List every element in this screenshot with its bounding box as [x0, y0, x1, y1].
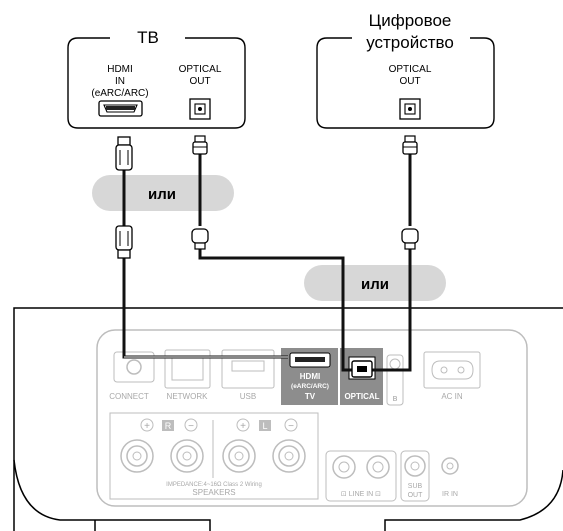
tv-hdmi-label-2: IN	[115, 76, 125, 87]
minus-icon-l	[284, 418, 298, 432]
speakers-terminals: + R − + L − IMPEDANCE:4~16Ω Class 2 Wiri…	[109, 412, 319, 500]
ir-in-label: IR IN	[442, 491, 458, 498]
digital-title-line-2: устройство	[366, 33, 454, 52]
digital-optical-port-icon	[399, 98, 421, 120]
tv-optical-plug-top-icon	[192, 135, 208, 155]
plus-icon-r	[140, 418, 154, 432]
sub-out-label-1: SUB	[408, 483, 423, 490]
hdmi-plug-top-icon	[115, 136, 133, 171]
digital-optical-label-1: OPTICAL	[389, 64, 432, 75]
or-label-2: или	[361, 276, 389, 293]
plus-icon-l	[236, 418, 250, 432]
speaker-r-plus: +	[144, 421, 150, 432]
tv-hdmi-port-icon	[98, 100, 143, 117]
speaker-l-plus: +	[240, 421, 246, 432]
digital-optical-cable	[363, 150, 412, 372]
tv-optical-port-icon	[189, 98, 211, 120]
speaker-r-minus: −	[188, 421, 194, 432]
digital-title-line-1: Цифровое	[369, 11, 452, 30]
speaker-r-label: R	[165, 421, 172, 431]
tv-hdmi-label-1: HDMI	[107, 64, 133, 75]
sub-out-port: SUB OUT	[400, 450, 430, 502]
hdmi-port-label-1: HDMI	[300, 372, 320, 381]
tv-optical-label-2: OUT	[189, 76, 210, 87]
line-in-ports: ⊡ LINE IN ⊡	[325, 450, 397, 502]
hdmi-port-label-3: TV	[305, 392, 316, 401]
tv-optical-plug-bottom-icon	[191, 228, 209, 250]
tv-hdmi-label-3: (eARC/ARC)	[91, 88, 148, 99]
speaker-l-label: L	[262, 421, 267, 431]
panel-optical-plug-icon	[351, 360, 373, 378]
tv-optical-cable	[198, 150, 357, 372]
usb-label: USB	[240, 392, 256, 401]
ac-in-label: AC IN	[441, 392, 463, 401]
usb-port: USB	[221, 349, 275, 401]
sub-out-label-2: OUT	[408, 492, 424, 499]
hdmi-port-label-2: (eARC/ARC)	[291, 383, 329, 390]
network-port: NETWORK	[164, 349, 211, 401]
or-pill-2: или	[304, 265, 446, 301]
l-badge-icon	[259, 420, 271, 431]
speaker-l-minus: −	[288, 421, 294, 432]
line-in-label: ⊡ LINE IN ⊡	[341, 491, 381, 498]
ac-in-port: AC IN	[423, 351, 481, 401]
optical-port-label: OPTICAL	[344, 392, 379, 401]
impedance-label: IMPEDANCE:4~16Ω Class 2 Wiring	[166, 482, 262, 488]
tv-title: ТВ	[137, 28, 159, 47]
digital-optical-label-2: OUT	[399, 76, 420, 87]
or-label-1: или	[148, 186, 176, 203]
digital-optical-plug-top-icon	[402, 135, 418, 155]
device-panel: CONNECT NETWORK USB HDMI (eARC/ARC) TV O…	[13, 307, 563, 531]
hdmi-tv-port: HDMI (eARC/ARC) TV	[281, 348, 338, 405]
ir-in-port: IR IN	[441, 457, 459, 498]
connect-port: CONNECT	[109, 351, 155, 401]
tv-box: ТВ HDMI IN (eARC/ARC) OPTICAL OUT	[67, 28, 246, 129]
bluetooth-symbol: ʙ	[393, 393, 398, 403]
minus-icon-r	[184, 418, 198, 432]
or-pill-1: или	[92, 175, 234, 211]
hdmi-plug-bottom-icon	[115, 225, 133, 259]
tv-optical-label-1: OPTICAL	[179, 64, 222, 75]
digital-optical-plug-bottom-icon	[401, 228, 419, 250]
r-badge-icon	[162, 420, 174, 431]
bluetooth-icon: ʙ	[386, 354, 404, 406]
cables	[122, 150, 412, 372]
digital-device-box: Цифровое устройство OPTICAL OUT	[316, 11, 495, 129]
speakers-label: SPEAKERS	[192, 488, 235, 497]
connect-label: CONNECT	[109, 392, 149, 401]
network-label: NETWORK	[167, 392, 209, 401]
